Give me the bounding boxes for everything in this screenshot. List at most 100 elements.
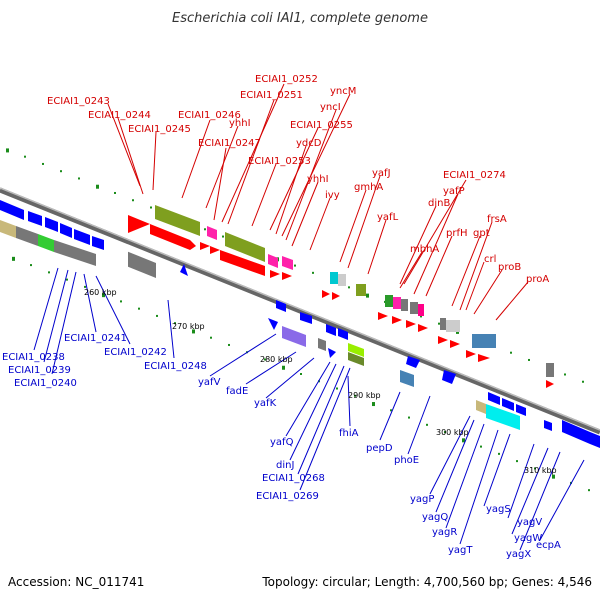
gene-label: yhhI [229, 118, 251, 129]
gene-label: ECIAI1_0242 [104, 347, 167, 358]
tick-dot [282, 365, 285, 370]
tick-dot [390, 409, 392, 412]
gene-label: yagP [410, 494, 434, 505]
tick-dot [120, 300, 122, 303]
gene-label: ydcD [296, 138, 322, 149]
gene-arrow [392, 316, 402, 324]
tick-dot [372, 402, 375, 407]
gene-arrow [406, 320, 416, 328]
gene-box [546, 363, 554, 377]
gene-box [401, 299, 408, 311]
tick-dot [48, 271, 50, 274]
gene-box [225, 232, 265, 262]
gene-box [446, 320, 460, 332]
tick-dot [438, 322, 440, 325]
gene-label: ECIAI1_0239 [8, 365, 71, 376]
tick-dot [294, 264, 296, 267]
gene-label: dinB [428, 198, 450, 209]
gene-box [282, 256, 293, 270]
gene-label: proB [498, 262, 521, 273]
gene-label: prfH [446, 228, 468, 239]
tick-dot [588, 489, 590, 492]
gene-arrow [45, 217, 58, 232]
gene-arrow [378, 312, 388, 320]
tick-dot [480, 445, 482, 448]
gene-arrow [270, 270, 280, 278]
gene-arrow [450, 340, 460, 348]
gene-label: ECIAI1_0245 [128, 124, 191, 135]
gene-arrow [326, 324, 336, 336]
gene-arrow [60, 223, 72, 238]
accession-text: Accession: NC_011741 [8, 575, 144, 589]
tick-dot [510, 351, 512, 354]
gene-arrow [442, 370, 456, 384]
tick-dot [534, 467, 536, 470]
gene-box [348, 343, 364, 357]
gene-label: yhhI [307, 174, 329, 185]
gene-label: gmhA [354, 182, 383, 193]
gene-label: ECIAI1_0269 [256, 491, 319, 502]
tick-dot [30, 264, 32, 267]
tick-dot [426, 423, 428, 426]
gene-label: gpt [473, 228, 490, 239]
gene-box [410, 302, 418, 314]
tick-label: 290 kbp [348, 391, 381, 400]
gene-box [348, 352, 364, 366]
gene-arrow [488, 392, 500, 405]
tick-dot [498, 452, 500, 455]
tick-dot [156, 314, 158, 317]
tick-dot [312, 271, 314, 274]
tick-dot [564, 373, 566, 376]
tick-dot [210, 336, 212, 339]
tick-dot [228, 343, 230, 346]
gene-label: pepD [366, 443, 393, 454]
gene-arrow [92, 236, 104, 250]
gene-label: ECIAI1_0252 [255, 74, 318, 85]
forward-strand-genes [128, 205, 554, 388]
tick-dot [348, 286, 350, 289]
gene-arrow [322, 290, 330, 298]
gene-box [268, 254, 278, 268]
genome-summary-text: Topology: circular; Length: 4,700,560 bp… [261, 575, 592, 589]
gene-label: ECIAI1_0253 [248, 156, 311, 167]
gene-label: yagT [448, 545, 473, 556]
tick-dot [138, 307, 140, 310]
tick-dot [582, 380, 584, 383]
gene-label: ECIAI1_0251 [240, 90, 303, 101]
gene-box [400, 370, 414, 387]
tick-label: 260 kbp [84, 288, 117, 297]
gene-arrow [28, 211, 42, 226]
gene-label: yagV [517, 517, 542, 528]
gene-label: ECIAI1_0243 [47, 96, 110, 107]
tick-dot [462, 438, 465, 443]
gene-arrow [268, 318, 278, 330]
tick-label: 300 kbp [436, 428, 469, 437]
gene-arrow [406, 356, 420, 368]
gene-label: ECIAI1_0238 [2, 352, 65, 363]
gene-arrow [190, 240, 196, 250]
gene-arrow [338, 328, 348, 340]
gene-arrow [418, 324, 428, 332]
gene-arrow [74, 229, 90, 245]
gene-label: yncI [320, 102, 341, 113]
gene-arrow [546, 380, 554, 388]
gene-label: crl [484, 254, 496, 265]
gene-box [393, 297, 401, 309]
gene-arrow [516, 404, 526, 416]
gene-arrow [210, 246, 220, 254]
tick-dot [516, 460, 518, 463]
gene-box [486, 404, 520, 430]
tick-dot [222, 235, 224, 238]
gene-label: yafQ [270, 437, 294, 448]
gene-arrow [220, 250, 265, 276]
gene-box [418, 304, 424, 316]
gene-arrow [150, 224, 190, 250]
gene-label: yafK [254, 398, 277, 409]
tick-dot [42, 162, 44, 165]
tick-dot [66, 278, 68, 281]
gene-arrow [438, 336, 448, 344]
tick-dot [174, 322, 176, 325]
tick-dot [96, 184, 99, 189]
gene-label: fhiA [339, 428, 359, 439]
